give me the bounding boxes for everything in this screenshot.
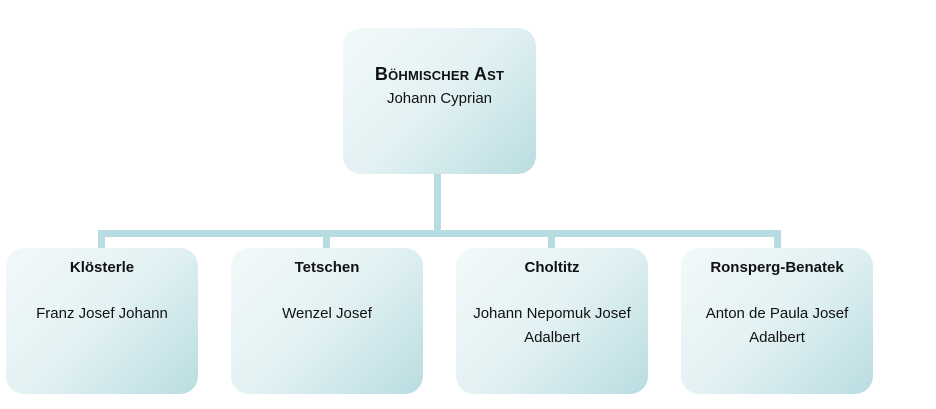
branch-title: Klösterle: [69, 259, 135, 276]
branch-person: Franz Josef Johann: [36, 305, 168, 322]
connector-drop-4: [774, 230, 781, 249]
branch-title: Tetschen: [294, 259, 360, 276]
branch-node-3: Choltitz Johann Nepomuk Josef Adalbert: [456, 248, 648, 394]
root-title: Böhmischer Ast: [374, 64, 505, 84]
branch-title: Choltitz: [524, 259, 580, 276]
branch-node-2: Tetschen Wenzel Josef: [231, 248, 423, 394]
branch-person: Johann Nepomuk Josef Adalbert: [473, 305, 631, 346]
connector-drop-1: [98, 230, 105, 249]
connector-root-stem: [434, 174, 441, 233]
branch-person: Wenzel Josef: [282, 305, 372, 322]
connector-horizontal-bar: [98, 230, 781, 237]
connector-drop-3: [548, 230, 555, 249]
branch-node-1: Klösterle Franz Josef Johann: [6, 248, 198, 394]
branch-title: Ronsperg-Benatek: [710, 259, 844, 276]
branch-person: Anton de Paula Josef Adalbert: [705, 305, 849, 346]
branch-node-4: Ronsperg-Benatek Anton de Paula Josef Ad…: [681, 248, 873, 394]
root-person: Johann Cyprian: [386, 90, 493, 107]
root-node: Böhmischer Ast Johann Cyprian: [343, 28, 536, 174]
connector-drop-2: [323, 230, 330, 249]
